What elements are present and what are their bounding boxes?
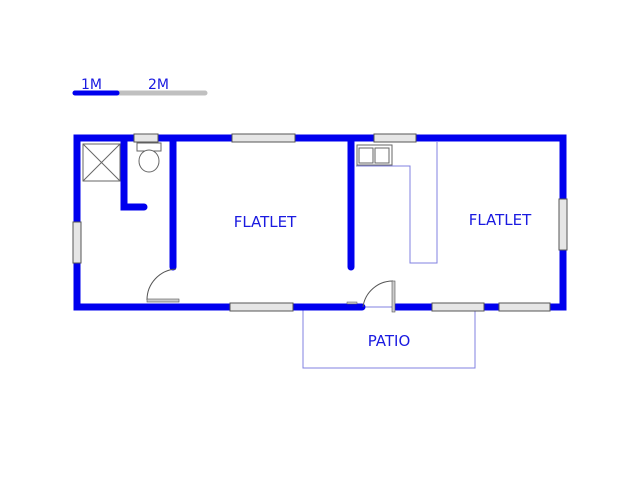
window — [229, 302, 294, 312]
window — [558, 198, 568, 251]
scale-label-2m: 2M — [148, 77, 169, 93]
door — [391, 280, 396, 313]
room-label-flatlet-left: FLATLET — [234, 213, 297, 231]
window — [373, 133, 417, 143]
doors — [146, 268, 396, 313]
patio-outline — [302, 306, 476, 369]
toilet-icon — [136, 142, 162, 173]
window — [72, 221, 82, 264]
scale-label-1m: 1M — [81, 77, 102, 93]
kitchen-counter — [356, 142, 438, 264]
window — [231, 133, 296, 143]
scale-bar: 1M 2M — [72, 77, 208, 96]
shower-icon — [82, 143, 121, 182]
window — [498, 302, 551, 312]
window — [431, 302, 485, 312]
window — [133, 133, 159, 143]
room-label-flatlet-right: FLATLET — [469, 211, 532, 229]
windows — [72, 133, 568, 312]
room-label-patio: PATIO — [368, 332, 411, 350]
door — [146, 298, 180, 303]
